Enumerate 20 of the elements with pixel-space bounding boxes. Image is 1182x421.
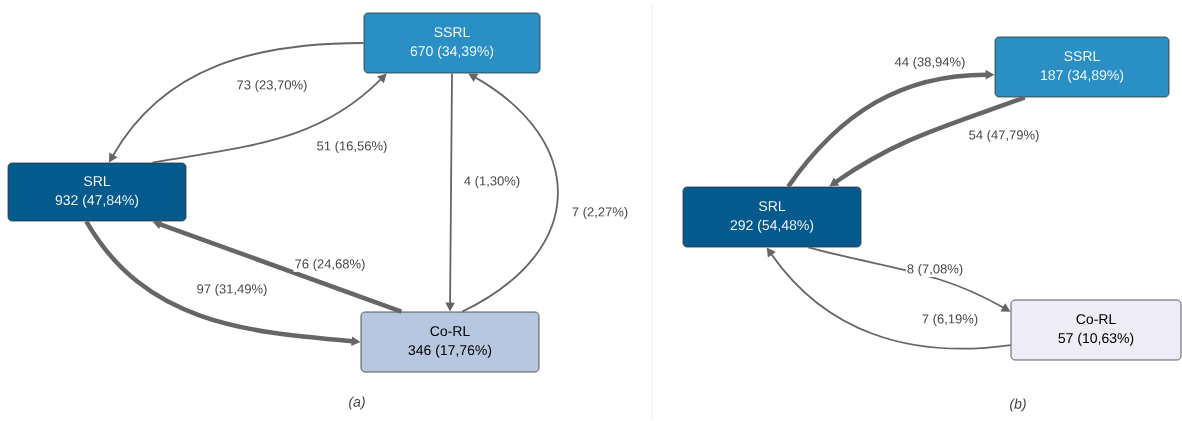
edge-label: 73 (23,70%) — [235, 78, 309, 94]
panel-label: (a) — [349, 396, 365, 410]
edge-label: 8 (7,08%) — [905, 262, 965, 278]
process-box: Co-RL 57 (10,63%) — [1010, 299, 1182, 361]
edge-label: 44 (38,94%) — [893, 55, 967, 71]
edge-label: 51 (16,56%) — [315, 139, 389, 155]
process-box: SSRL 670 (34,39%) — [363, 12, 541, 74]
process-box: SRL 292 (54,48%) — [682, 186, 862, 248]
process-box: SRL 932 (47,84%) — [7, 162, 187, 222]
panel-label: (b) — [1010, 398, 1026, 412]
edge-label: 4 (1,30%) — [462, 174, 522, 190]
edge-label: 97 (31,49%) — [195, 282, 269, 298]
arrow — [461, 73, 559, 313]
edge-label: 76 (24,68%) — [293, 257, 367, 273]
edge-label: 54 (47,79%) — [967, 128, 1041, 144]
edge-label: 7 (6,19%) — [920, 312, 980, 328]
process-box: SSRL 187 (34,89%) — [994, 36, 1170, 98]
edge-label: 7 (2,27%) — [570, 205, 630, 221]
arrow — [151, 73, 387, 164]
process-box: Co-RL 346 (17,76%) — [360, 311, 540, 373]
